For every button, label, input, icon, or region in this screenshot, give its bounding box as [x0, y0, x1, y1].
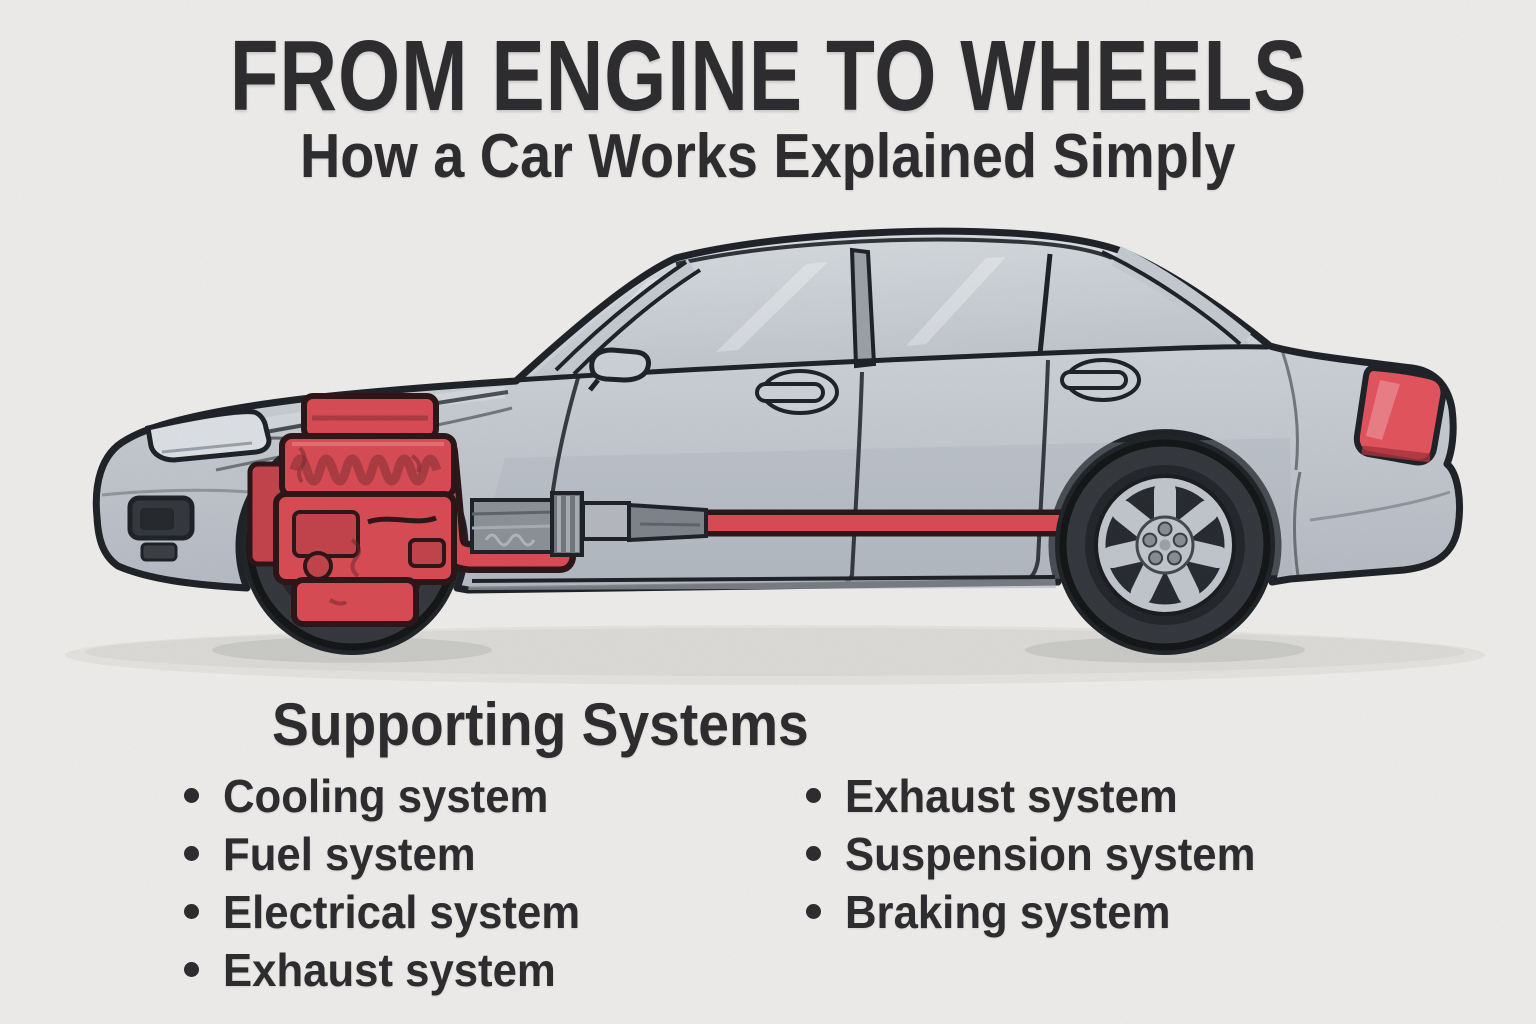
list-item: Suspension system	[806, 828, 1277, 880]
list-item: Electrical system	[184, 886, 599, 938]
bullet-dot	[806, 846, 821, 861]
bullet-dot	[806, 904, 821, 919]
list-item: Fuel system	[184, 828, 599, 880]
list-item: Exhaust system	[806, 770, 1277, 822]
bullet-dot	[184, 904, 199, 919]
list-item: Cooling system	[184, 770, 599, 822]
supporting-systems-left-list: Cooling system Fuel system Electrical sy…	[184, 770, 599, 1004]
list-item: Exhaust system	[184, 944, 599, 996]
page-title: FROM ENGINE TO WHEELS	[229, 20, 1307, 132]
list-item: Braking system	[806, 886, 1277, 938]
supporting-systems-heading: Supporting Systems	[272, 691, 809, 758]
page-subtitle: How a Car Works Explained Simply	[300, 122, 1236, 191]
bullet-dot	[184, 846, 199, 861]
bullet-dot	[806, 788, 821, 803]
bullet-dot	[184, 788, 199, 803]
bullet-dot	[184, 962, 199, 977]
supporting-systems-right-list: Exhaust system Suspension system Braking…	[806, 770, 1277, 946]
